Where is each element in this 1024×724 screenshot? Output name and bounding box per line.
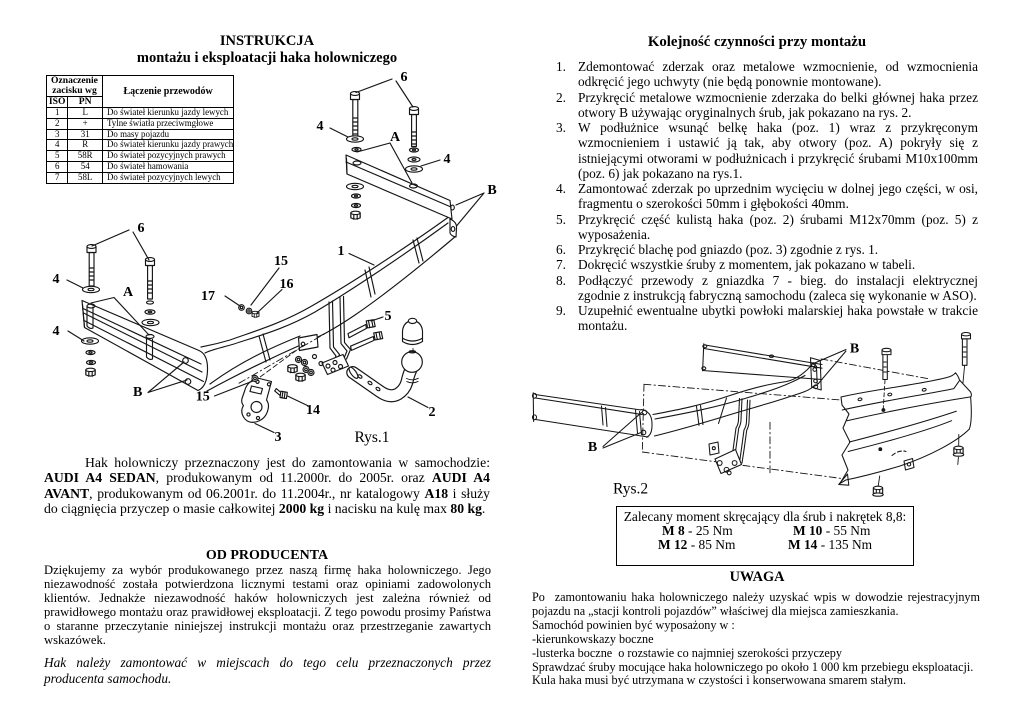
svg-text:4: 4 xyxy=(53,324,60,339)
svg-text:17: 17 xyxy=(201,289,215,304)
svg-text:15: 15 xyxy=(274,254,288,269)
svg-text:15: 15 xyxy=(196,390,210,405)
svg-text:4: 4 xyxy=(444,152,451,167)
svg-text:B: B xyxy=(487,183,496,198)
svg-text:4: 4 xyxy=(317,119,324,134)
svg-text:6: 6 xyxy=(138,221,145,236)
svg-text:Rys.2: Rys.2 xyxy=(613,481,648,498)
svg-text:1: 1 xyxy=(338,244,345,259)
svg-text:14: 14 xyxy=(306,403,320,418)
svg-text:B: B xyxy=(850,342,859,357)
svg-text:2: 2 xyxy=(429,405,436,420)
svg-text:5: 5 xyxy=(385,309,392,324)
svg-text:4: 4 xyxy=(53,272,60,287)
svg-text:Rys.1: Rys.1 xyxy=(354,429,389,446)
svg-text:6: 6 xyxy=(401,70,408,85)
svg-text:3: 3 xyxy=(275,430,282,445)
svg-text:16: 16 xyxy=(280,277,294,292)
svg-text:B: B xyxy=(588,440,597,455)
svg-text:A: A xyxy=(123,285,134,300)
svg-text:B: B xyxy=(133,385,142,400)
svg-text:A: A xyxy=(390,130,401,145)
